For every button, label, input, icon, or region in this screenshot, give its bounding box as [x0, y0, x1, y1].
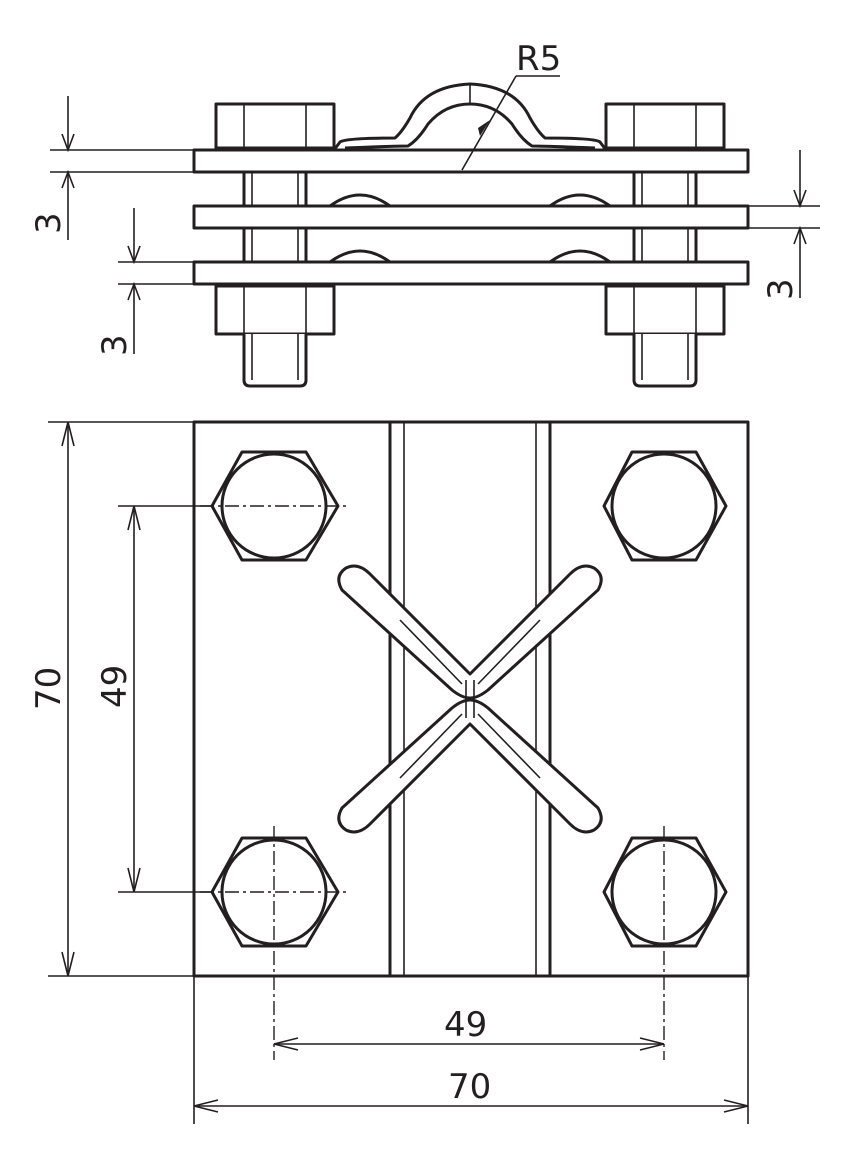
bolt-head-top-left [200, 450, 348, 562]
bottom-plate [192, 260, 750, 286]
x-cross [337, 564, 603, 834]
right-bolt-thread [632, 334, 698, 388]
dim-thickness-middle: 3 [748, 150, 820, 300]
side-view: R5 3 3 3 [29, 39, 820, 388]
dim-overall-width: 70 [193, 976, 749, 1124]
middle-plate [192, 204, 750, 230]
plate-thickness-label-bottom: 3 [95, 334, 135, 356]
overall-height-label: 70 [29, 667, 69, 710]
overall-width-label: 70 [448, 1067, 491, 1107]
right-nut [604, 284, 726, 336]
top-plate [192, 148, 750, 174]
left-bolt-head-top [214, 102, 336, 150]
plan-view: 70 49 49 70 [29, 420, 750, 1124]
saddle-clamp [332, 82, 608, 152]
plate-thickness-label-top: 3 [29, 212, 69, 234]
dim-bolt-spacing-horizontal: 49 [273, 1005, 665, 1051]
base-plate [192, 420, 750, 978]
radius-label: R5 [516, 39, 561, 79]
dim-overall-height: 70 [29, 421, 194, 977]
bolt-head-bottom-left [200, 826, 348, 1060]
bolt-head-top-right [602, 450, 728, 562]
left-nut [214, 284, 336, 336]
right-bolt-head-top [604, 102, 726, 150]
radius-callout: R5 [461, 39, 561, 171]
bolt-head-bottom-right [602, 826, 728, 1060]
cross-ridges [310, 193, 630, 264]
bolt-spacing-horizontal-label: 49 [444, 1005, 487, 1045]
dim-thickness-bottom: 3 [95, 208, 194, 356]
dim-thickness-top: 3 [29, 96, 194, 240]
dim-bolt-spacing-vertical: 49 [95, 505, 212, 893]
plate-thickness-label-middle: 3 [761, 278, 801, 300]
saddle-channel [388, 422, 552, 976]
bolt-spacing-vertical-label: 49 [95, 665, 135, 708]
left-bolt-thread [242, 334, 308, 388]
